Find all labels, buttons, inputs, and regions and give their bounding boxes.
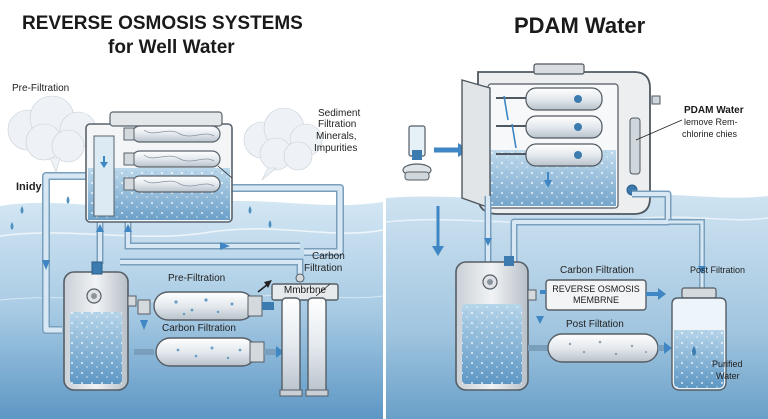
- flow-arrows-right: [432, 238, 706, 324]
- inlet-faucet-icon: [402, 125, 432, 181]
- droplets: [10, 196, 272, 230]
- label-carbon-filtration-right-line2: Filtration: [304, 263, 343, 274]
- label-sediment-line2: Filtration: [318, 119, 357, 130]
- purified-water-jar: [671, 287, 727, 391]
- label-sediment-line4: Impurities: [314, 143, 358, 154]
- label-sediment-line3: Minerals,: [316, 131, 357, 142]
- cloud-right-icon: [243, 107, 323, 181]
- cloud-left-icon: [7, 95, 97, 173]
- ro-tank-left: [63, 261, 137, 391]
- label-post-filtation: Post Filtation: [566, 319, 624, 330]
- label-membrane-tag: Mmbrbne: [283, 285, 327, 296]
- pdam-filter-cabinet: [461, 63, 661, 215]
- filter-cartridges: [123, 125, 221, 193]
- label-pre-filtration-top: Pre-Filtration: [12, 83, 70, 94]
- pre-filtration-tube: [137, 291, 274, 321]
- membrane-canisters: [271, 273, 339, 397]
- left-panel: [0, 95, 384, 419]
- ro-tank-right: [455, 256, 537, 391]
- label-inidy: Inidy: [16, 181, 42, 193]
- label-purified-line2: Water: [716, 371, 740, 381]
- label-carbon-filtration-right-line1: Carbon: [312, 251, 345, 262]
- callout-line2: lemove Rem-: [684, 117, 738, 127]
- panel-divider: [383, 0, 386, 419]
- label-carbon-filtration-right-panel: Carbon Filtration: [560, 265, 634, 276]
- callout-line1: PDAM Water: [684, 105, 744, 116]
- label-pre-filtration-mid: Pre-Filtration: [168, 273, 226, 284]
- callout-line3: chlorine chies: [682, 129, 738, 139]
- label-sediment-line1: Sediment: [318, 108, 361, 119]
- right-panel: [385, 63, 768, 419]
- carbon-filtration-tube-left: [134, 337, 284, 367]
- right-title: PDAM Water: [514, 13, 646, 38]
- post-filtration-tube-right: [528, 333, 672, 363]
- label-ro-membrane-line2: MEMBRNE: [572, 295, 619, 305]
- left-title-line2: for Well Water: [108, 37, 235, 58]
- label-ro-membrane-line1: REVERSE OSMOSIS: [552, 284, 640, 294]
- label-purified-line1: Purified: [712, 359, 743, 369]
- label-carbon-filtration-bottom: Carbon Filtration: [162, 323, 236, 334]
- label-post-filtration-right: Post Filtration: [690, 265, 746, 275]
- left-title-line1: REVERSE OSMOSIS SYSTEMS: [22, 13, 303, 34]
